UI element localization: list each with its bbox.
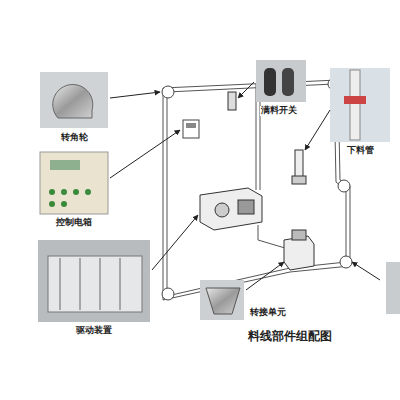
part-label: 转接单元 xyxy=(249,308,287,318)
feed-line-frame xyxy=(163,80,350,300)
control-box-display xyxy=(186,123,196,128)
leader-lines xyxy=(110,82,380,290)
part-label: 控制电箱 xyxy=(55,218,93,228)
part-label: 驱动装置 xyxy=(75,326,113,336)
part-label: 下料管 xyxy=(346,146,375,156)
drop-tube-symbol xyxy=(292,150,306,184)
part-label: 满料开关 xyxy=(260,106,298,116)
transfer-unit-symbol xyxy=(284,230,314,270)
control-box-symbol xyxy=(183,120,199,138)
full-switch-symbol xyxy=(228,92,236,110)
drive-unit-symbol xyxy=(200,188,262,230)
photos xyxy=(38,60,400,322)
corner-wheels xyxy=(162,78,352,300)
part-label: 转角轮 xyxy=(60,133,89,143)
caption: 料线部件组配图 xyxy=(248,328,332,345)
